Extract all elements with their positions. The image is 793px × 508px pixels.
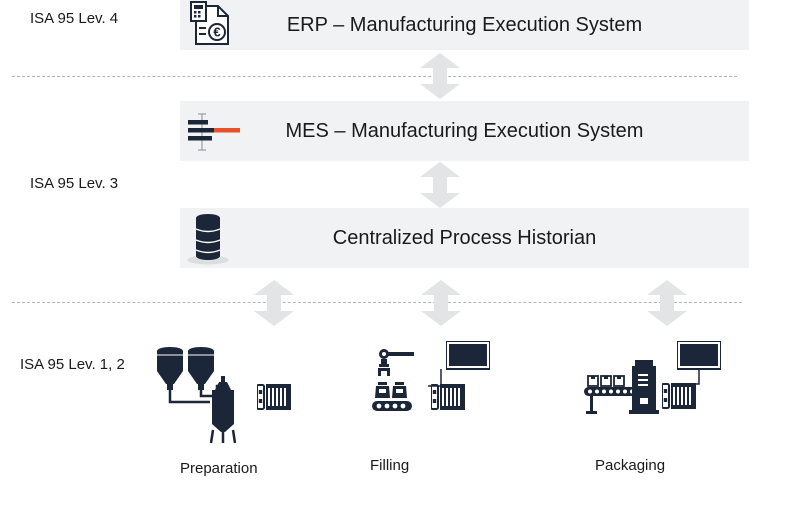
historian-layer-title: Centralized Process Historian	[332, 226, 597, 249]
cell-label-filling: Filling	[370, 457, 410, 474]
mes-layer-title: MES – Manufacturing Execution System	[285, 119, 644, 142]
plc-controller-icon	[257, 384, 291, 410]
filling-machine-icon	[366, 346, 456, 416]
separator-line-top	[12, 76, 737, 77]
packaging-line-icon	[584, 356, 704, 418]
svg-text:€: €	[213, 25, 220, 40]
bidirectional-arrow-icon	[420, 162, 460, 208]
silo-tanks-icon	[155, 346, 247, 444]
level-label-4: ISA 95 Lev. 4	[30, 10, 119, 27]
historian-layer-box: Centralized Process Historian	[180, 208, 749, 268]
plc-controller-icon	[662, 383, 696, 409]
bidirectional-arrow-icon	[421, 280, 461, 326]
erp-layer-title: ERP – Manufacturing Execution System	[286, 13, 643, 36]
database-icon	[186, 212, 232, 266]
level-label-3: ISA 95 Lev. 3	[30, 175, 119, 192]
erp-layer-box: ERP – Manufacturing Execution System	[180, 0, 749, 50]
mes-layer-box: MES – Manufacturing Execution System	[180, 101, 749, 161]
cell-label-preparation: Preparation	[180, 460, 258, 477]
gantt-schedule-icon	[188, 112, 240, 152]
separator-line-bottom	[12, 302, 742, 303]
plc-controller-icon	[431, 384, 465, 410]
bidirectional-arrow-icon	[254, 280, 294, 326]
bidirectional-arrow-icon	[420, 53, 460, 99]
bidirectional-arrow-icon	[647, 280, 687, 326]
level-label-1-2: ISA 95 Lev. 1, 2	[20, 356, 125, 373]
cell-label-packaging: Packaging	[595, 457, 666, 474]
invoice-euro-icon: €	[190, 1, 232, 46]
